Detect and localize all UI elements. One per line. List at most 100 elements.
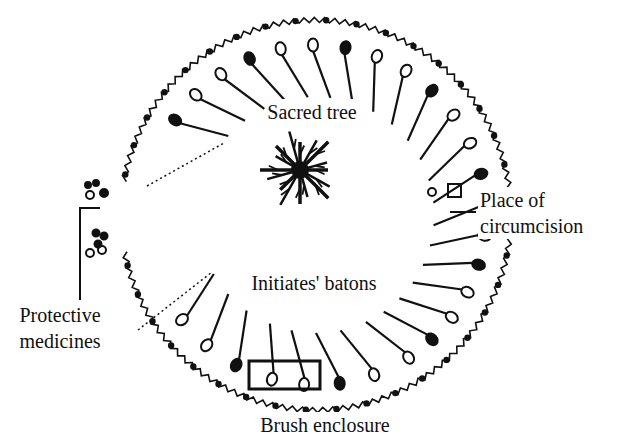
label: Sacred tree <box>265 99 358 125</box>
baton-head <box>473 167 488 180</box>
baton-stick <box>252 64 286 101</box>
label: Place of circumcision <box>478 187 617 239</box>
baton-stick <box>292 330 305 378</box>
fence-post <box>436 60 442 66</box>
label: Brush enclosure <box>258 412 391 438</box>
leader-line <box>450 211 476 213</box>
baton-stick <box>420 119 449 160</box>
dotted-line <box>147 143 224 186</box>
fence-post <box>392 390 398 396</box>
fence-post <box>168 342 174 348</box>
tree-twig <box>315 170 324 174</box>
baton-head <box>424 83 440 99</box>
baton-stick <box>345 54 353 103</box>
tree-branch <box>300 142 328 170</box>
fence-post <box>363 400 369 406</box>
baton-stick <box>429 146 465 181</box>
fence-post <box>124 262 130 268</box>
baton-stick <box>413 283 462 290</box>
fence-post <box>353 21 359 27</box>
tree-twig <box>316 151 325 154</box>
fence-post <box>207 48 213 54</box>
tree-twig <box>303 185 305 195</box>
brush-enclosure <box>249 361 320 389</box>
fence-post <box>482 309 488 315</box>
fence-post <box>135 291 141 297</box>
baton-head <box>188 87 204 103</box>
tree-twig <box>272 173 282 175</box>
tree-twig <box>315 166 325 168</box>
fence-post <box>262 23 268 29</box>
baton-stick <box>211 294 229 341</box>
fence-post <box>501 161 507 167</box>
baton-head <box>339 40 351 55</box>
baton-stick <box>282 55 308 98</box>
baton-stick <box>430 235 479 246</box>
tree-twig <box>296 189 300 198</box>
tree-branch <box>298 170 302 204</box>
baton-stick <box>408 95 428 141</box>
baton-stick <box>434 206 480 225</box>
baton-head <box>401 349 416 365</box>
tree-twig <box>300 146 304 155</box>
tree-twig <box>294 139 296 149</box>
tree-branch <box>300 170 328 198</box>
baton-stick <box>384 312 428 335</box>
fence-post <box>131 142 137 148</box>
baton-head <box>462 136 478 151</box>
fence-post <box>410 43 416 49</box>
baton-head <box>265 372 278 387</box>
baton-stick <box>366 322 405 353</box>
baton-stick <box>239 311 247 360</box>
fence-post <box>161 89 167 95</box>
circumcision-mark <box>448 184 461 197</box>
tree-twig <box>316 186 319 195</box>
fence-post <box>495 282 501 288</box>
baton-stick <box>423 263 473 265</box>
tree-branch <box>300 163 327 171</box>
baton-head <box>459 285 475 300</box>
enclosure-fence <box>122 17 514 413</box>
fence-post <box>272 403 278 409</box>
tree-twig <box>280 181 289 184</box>
tree-branch <box>289 132 300 171</box>
baton-head <box>213 66 229 82</box>
baton-stick <box>187 274 214 316</box>
tree-twig <box>269 166 278 170</box>
fence-post <box>476 106 482 112</box>
fence-post <box>190 363 196 369</box>
fence-post <box>182 67 188 73</box>
tree-branch <box>260 168 300 172</box>
baton-head <box>367 367 381 383</box>
label: Initiates' batons <box>249 270 378 296</box>
fence-post <box>234 34 240 40</box>
baton-stick <box>224 79 264 109</box>
label: Protective medicines <box>4 302 116 354</box>
fence-post <box>144 114 150 120</box>
fence-post <box>464 335 470 341</box>
baton-stick <box>433 175 475 202</box>
baton-head <box>370 48 384 64</box>
fence-post <box>122 171 128 177</box>
baton-head <box>229 357 244 373</box>
baton-head <box>444 309 460 325</box>
baton-stick <box>392 76 403 125</box>
fence-post <box>383 30 389 36</box>
baton-stick <box>341 330 373 369</box>
baton-head <box>424 331 440 347</box>
fence-post <box>323 17 329 23</box>
baton-head <box>445 107 461 123</box>
dotted-line <box>138 272 212 330</box>
fence-post <box>419 375 425 381</box>
fence-post <box>443 357 449 363</box>
fence-post <box>243 394 249 400</box>
baton-stick <box>399 298 447 313</box>
protective-medicines <box>80 180 108 300</box>
baton-head <box>334 376 346 390</box>
baton-head <box>471 258 486 271</box>
baton-head <box>308 38 318 51</box>
fence-line <box>123 18 514 413</box>
baton-head <box>174 312 190 328</box>
baton-head <box>199 337 215 353</box>
